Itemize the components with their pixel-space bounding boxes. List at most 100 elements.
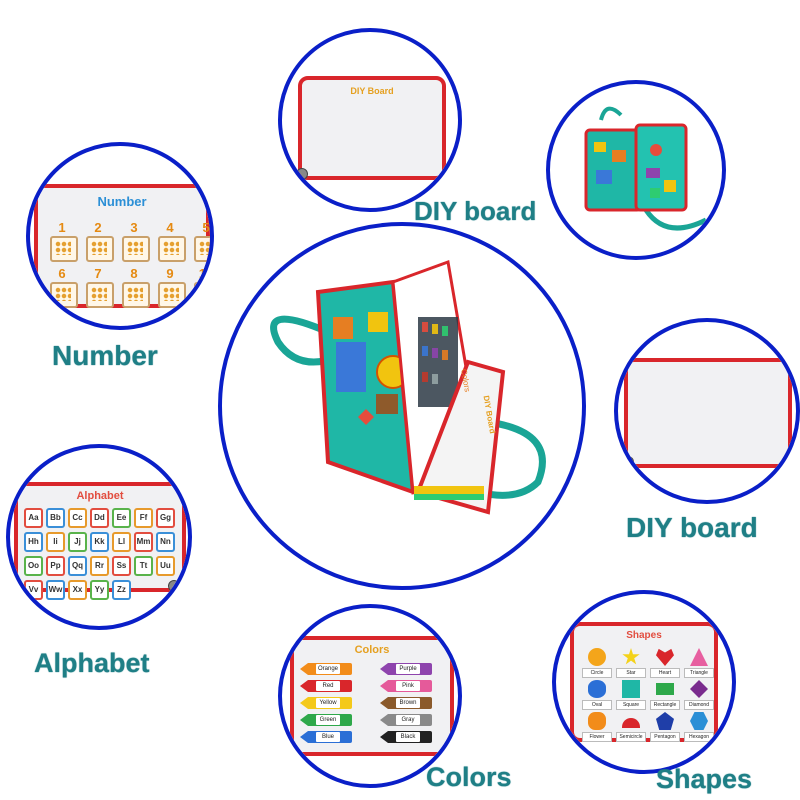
diy-board-right-circle (614, 318, 800, 504)
number-label: 6 (58, 266, 66, 281)
crayon-body: Gray (388, 713, 432, 726)
rectangle-shape-icon (656, 683, 674, 695)
shape-cell: Pentagon (650, 712, 680, 742)
shape-label: Heart (650, 668, 680, 678)
crayon-label: Orange (316, 663, 340, 674)
diy-board-top-circle: DIY Board (278, 28, 462, 212)
shape-label: Circle (582, 668, 612, 678)
number-cell: 3 (120, 220, 150, 262)
crayon-tip-icon (300, 713, 308, 726)
number-count-box (50, 282, 78, 308)
number-caption: Number (52, 340, 158, 371)
shape-label: Star (616, 668, 646, 678)
crayon: Pink (380, 679, 432, 692)
number-count-box (194, 236, 210, 262)
shape-label: Square (616, 700, 646, 710)
crayon-body: Green (308, 713, 352, 726)
triangle-shape-icon (690, 648, 708, 666)
letter-tile: Cc (68, 508, 87, 528)
semicircle-shape-icon (622, 718, 640, 728)
alphabet-board-title: Alphabet (76, 490, 124, 502)
number-label: 5 (202, 220, 210, 235)
letter-tile: Dd (90, 508, 109, 528)
shape-cell: Circle (582, 648, 612, 678)
crayon: Yellow (300, 696, 352, 709)
number-cell: 6 (48, 266, 78, 308)
crayon-label: Red (316, 680, 340, 691)
crayon-label: Black (396, 731, 420, 742)
crayon-tip-icon (380, 730, 388, 743)
shapes-caption: Shapes (656, 764, 753, 794)
crayon: Red (300, 679, 352, 692)
crayon-tip-icon (300, 662, 308, 675)
heart-shape-icon (656, 648, 674, 666)
number-count-box (158, 236, 186, 262)
crayon-tip-icon (380, 662, 388, 675)
number-cell: 10 (192, 266, 210, 308)
letter-tile: Zz (112, 580, 131, 600)
number-count-box (50, 236, 78, 262)
shape-label: Triangle (684, 668, 714, 678)
letter-tile: Yy (90, 580, 109, 600)
crayon-label: Purple (396, 663, 420, 674)
flower-shape-icon (588, 712, 606, 730)
shape-cell: Diamond (684, 680, 714, 710)
square-shape-icon (622, 680, 640, 698)
crayon-body: Purple (388, 662, 432, 675)
crayon: Gray (380, 713, 432, 726)
shape-cell: Star (616, 648, 646, 678)
number-cell: 2 (84, 220, 114, 262)
number-label: 9 (166, 266, 174, 281)
number-label: 1 (58, 220, 66, 235)
letter-tile: Uu (156, 556, 175, 576)
number-board-title: Number (97, 194, 147, 209)
crayon-label: Yellow (316, 697, 340, 708)
letter-tile: Aa (24, 508, 43, 528)
zipper-pull-icon (296, 168, 308, 180)
crayon-body: Red (308, 679, 352, 692)
crayon-tip-icon (300, 679, 308, 692)
zipper-pull-icon (168, 580, 180, 592)
crayon-label: Blue (316, 731, 340, 742)
shape-cell: Triangle (684, 648, 714, 678)
number-count-box (86, 282, 114, 308)
colors-board-title: Colors (354, 644, 390, 656)
crayon-body: Yellow (308, 696, 352, 709)
number-cell: 5 (192, 220, 210, 262)
crayon-body: Orange (308, 662, 352, 675)
letter-tile: Ww (46, 580, 65, 600)
crayon-tip-icon (300, 696, 308, 709)
star-shape-icon (622, 648, 640, 665)
crayon-tip-icon (380, 696, 388, 709)
colors-caption: Colors (426, 762, 512, 792)
letter-tile: Ii (46, 532, 65, 552)
shape-cell: Hexagon (684, 712, 714, 742)
letter-tile: Ee (112, 508, 131, 528)
shape-cell: Heart (650, 648, 680, 678)
number-cell: 1 (48, 220, 78, 262)
letter-tile: Ll (112, 532, 131, 552)
letter-tile: Kk (90, 532, 109, 552)
letter-tile: Gg (156, 508, 175, 528)
shape-label: Hexagon (684, 732, 714, 742)
shape-label: Pentagon (650, 732, 680, 742)
letter-tile: Vv (24, 580, 43, 600)
shape-cell: Semicircle (616, 712, 646, 742)
letter-tile: Pp (46, 556, 65, 576)
shape-cell: Oval (582, 680, 612, 710)
letter-tile: Hh (24, 532, 43, 552)
letter-tile: Tt (134, 556, 153, 576)
shape-label: Flower (582, 732, 612, 742)
shapes-board-title: Shapes (626, 630, 662, 641)
crayon: Black (380, 730, 432, 743)
diamond-shape-icon (690, 680, 708, 698)
busy-book-circle (546, 80, 726, 260)
letter-tile: Jj (68, 532, 87, 552)
crayon-body: Blue (308, 730, 352, 743)
